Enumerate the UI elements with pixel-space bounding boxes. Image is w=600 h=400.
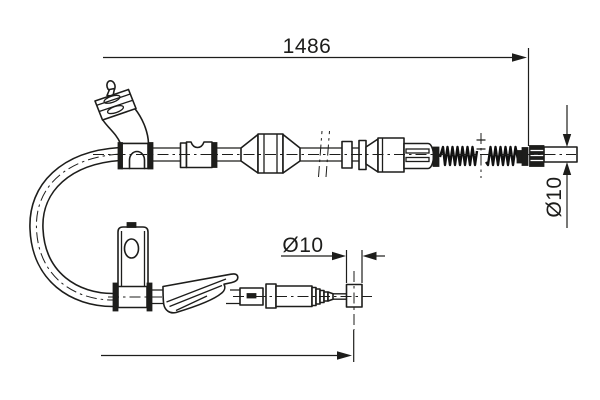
sleeve-body — [185, 141, 213, 169]
spring-cap-left — [432, 146, 440, 167]
lower-branch — [108, 222, 372, 362]
fork-slot-lower — [405, 156, 430, 163]
nipple-diameter-label: Ø10 — [282, 234, 323, 257]
break-mark-lines — [318, 130, 330, 178]
dimension-lower-length — [101, 351, 352, 360]
bracket-hole — [123, 238, 140, 259]
end-diameter-label: Ø10 — [543, 176, 566, 217]
upper-cable-segments — [153, 147, 359, 162]
mounting-bracket — [112, 222, 153, 312]
adjuster-cylinder — [403, 142, 435, 170]
collar-flange-left — [117, 142, 123, 170]
rubber-boot — [162, 273, 239, 314]
cable-rod-end — [529, 145, 578, 167]
cable-line — [226, 289, 240, 305]
dimension-nipple-diameter: Ø10 — [281, 234, 385, 283]
spring-coil-right — [485, 145, 520, 167]
return-spring — [432, 133, 529, 178]
dimension-end-diameter: Ø10 — [543, 105, 572, 228]
diameter-arrowhead-bottom — [562, 162, 572, 175]
fork-slot-upper — [405, 148, 430, 154]
loop-centerline — [35, 153, 121, 301]
cable-line — [352, 147, 359, 162]
diameter-arrowhead-top — [562, 134, 572, 147]
lower-arrowhead — [337, 351, 352, 360]
conduit-loop — [29, 146, 121, 308]
barrel-left-cone — [240, 133, 259, 174]
length-arrowhead — [512, 53, 527, 62]
clamp-block — [94, 88, 137, 121]
dimension-overall-length: 1486 — [103, 35, 530, 146]
front-end-fitting — [94, 79, 154, 170]
spring-break-ticks — [476, 139, 486, 150]
barrel-right-cone — [282, 133, 301, 174]
pin-rod — [333, 293, 347, 300]
collar-flange-right — [147, 142, 154, 170]
conduit-sleeve — [179, 141, 218, 169]
knurl-lines — [530, 149, 544, 162]
bracket-plate-inner-lines — [120, 231, 146, 286]
spring-coil-left — [438, 145, 479, 167]
cable-line — [217, 147, 241, 162]
length-value-label: 1486 — [283, 35, 332, 58]
spring-end-disc-small — [516, 150, 523, 164]
boot-outline — [162, 273, 239, 314]
sleeve-left-flange — [179, 142, 188, 169]
end-sleeve-mark — [246, 293, 257, 299]
bracket-top-tab — [126, 222, 137, 228]
cable-line — [153, 147, 181, 162]
nipple-arrowhead-right — [362, 251, 377, 261]
loop-outer-edge — [29, 146, 121, 308]
cable-line — [152, 289, 163, 305]
adjuster-cone — [365, 138, 379, 173]
barrel-body — [257, 133, 284, 174]
barrel-rings — [263, 134, 278, 173]
nipple-arrowhead-left — [332, 251, 346, 261]
loop-inner-edge — [42, 159, 121, 295]
spring-end-disc-large — [521, 147, 529, 166]
collar-arch — [128, 150, 146, 170]
clamp-screw-lower — [106, 104, 125, 115]
clamp-screw-upper — [103, 94, 121, 104]
boot-fold-lines — [166, 278, 227, 312]
grommet-barrel — [240, 133, 301, 174]
